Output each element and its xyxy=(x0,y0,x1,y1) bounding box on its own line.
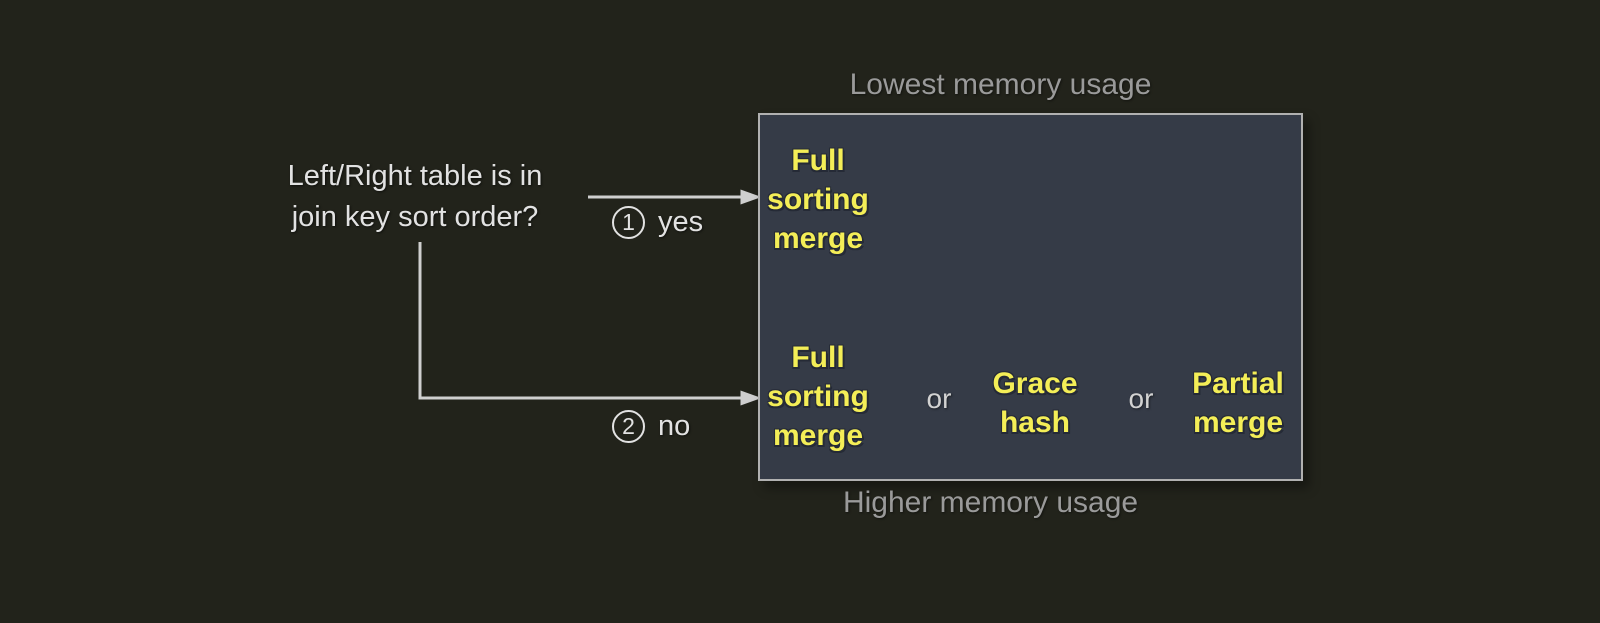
circled-one-icon: 1 xyxy=(612,206,645,239)
higher-memory-caption: Higher memory usage xyxy=(842,486,1139,519)
algorithm-full-sorting-merge-unsorted: Full sorting merge xyxy=(767,341,869,452)
or-separator: or xyxy=(1128,383,1154,414)
branch-label-no: 2 no xyxy=(612,410,690,443)
algorithm-grace-hash: Grace hash xyxy=(992,367,1078,439)
no-arrow xyxy=(418,242,762,406)
question-line2: join key sort order? xyxy=(291,201,539,233)
algorithm-full-sorting-merge-sorted: Full sorting merge xyxy=(767,144,869,255)
circled-two-icon: 2 xyxy=(612,410,645,443)
or-separator: or xyxy=(926,383,952,414)
branch-label-yes: 1 yes xyxy=(612,206,703,239)
question-text: Left/Right table is in join key sort ord… xyxy=(215,156,615,238)
lowest-memory-caption: Lowest memory usage xyxy=(849,68,1152,101)
yes-label: yes xyxy=(658,206,704,238)
question-line1: Left/Right table is in xyxy=(287,160,543,192)
no-label: no xyxy=(658,410,691,442)
algorithms-box: Full sorting merge Full sorting merge or… xyxy=(758,113,1303,481)
algorithm-partial-merge: Partial merge xyxy=(1192,367,1284,439)
